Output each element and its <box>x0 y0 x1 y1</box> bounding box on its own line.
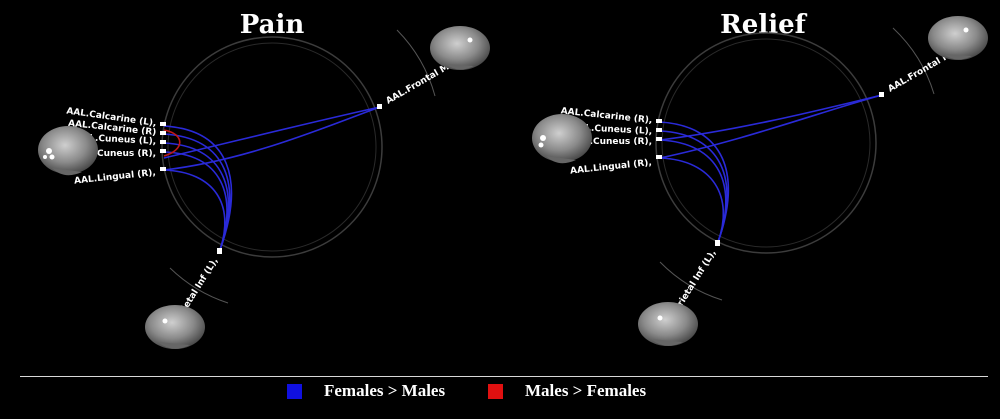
relief-nodes <box>656 92 884 246</box>
relief-connection <box>659 94 883 159</box>
relief-panel-title: Relief <box>720 10 806 40</box>
relief-brain-parietal <box>638 302 698 346</box>
relief-panel: AAL.Calcarine (R), AAL.Cuneus (L), AAL.C… <box>532 16 988 346</box>
node-frontal-mid-l <box>377 104 382 109</box>
relief-connections <box>659 94 883 243</box>
relief-frontal-bracket <box>892 27 935 95</box>
pain-connections <box>163 106 381 251</box>
relief-brain-frontal <box>928 16 988 60</box>
legend-item-males: Males > Females <box>488 381 646 401</box>
relief-ring-inner <box>661 38 871 248</box>
node-calcarine-r <box>656 119 662 123</box>
pain-ring-outer <box>161 36 383 258</box>
node-calcarine-l <box>160 122 166 126</box>
node-cuneus-r <box>656 137 662 141</box>
node-cuneus-l <box>160 140 166 144</box>
pain-brain-parietal <box>145 305 205 349</box>
node-frontal-mid-l <box>879 92 884 97</box>
pain-brain-frontal <box>430 26 490 70</box>
label-cuneus-r: AAL.Cuneus (R), <box>570 137 652 147</box>
pain-frontal-bracket <box>396 29 436 97</box>
node-cuneus-l <box>656 128 662 132</box>
female-swatch-icon <box>287 383 302 399</box>
legend-item-females: Females > Males <box>287 381 445 401</box>
legend-label-males: Males > Females <box>525 381 647 400</box>
label-cuneus-r: AAL.Cuneus (R), <box>74 149 156 159</box>
legend-divider <box>20 376 988 377</box>
relief-connection <box>659 121 730 243</box>
label-lingual-r: AAL.Lingual (R), <box>74 168 157 187</box>
node-parietal-inf-l <box>715 240 720 246</box>
relief-connection <box>659 157 725 243</box>
pain-panel-title: Pain <box>239 10 305 40</box>
label-lingual-r: AAL.Lingual (R), <box>570 158 653 177</box>
pain-connection <box>163 106 381 159</box>
male-swatch-icon <box>488 383 503 399</box>
legend-label-females: Females > Males <box>324 381 446 400</box>
node-parietal-inf-l <box>217 248 222 254</box>
relief-ring-outer <box>655 32 877 254</box>
relief-brain-occipital <box>532 114 592 164</box>
pain-parietal-bracket <box>169 267 229 304</box>
node-calcarine-r <box>160 131 166 135</box>
pain-connection <box>163 106 381 171</box>
pain-connection <box>163 169 226 251</box>
pain-panel: AAL.Calcarine (L), AAL.Calcarine (R) AAL… <box>38 26 490 349</box>
pain-connection-male <box>163 129 181 157</box>
relief-connection <box>659 94 883 141</box>
node-cuneus-r <box>160 149 166 153</box>
pain-nodes <box>160 104 382 254</box>
pain-ring-inner <box>167 42 377 252</box>
relief-parietal-bracket <box>659 261 723 301</box>
node-lingual-r <box>160 167 166 171</box>
pain-brain-occipital <box>38 126 98 176</box>
node-lingual-r <box>656 155 662 159</box>
